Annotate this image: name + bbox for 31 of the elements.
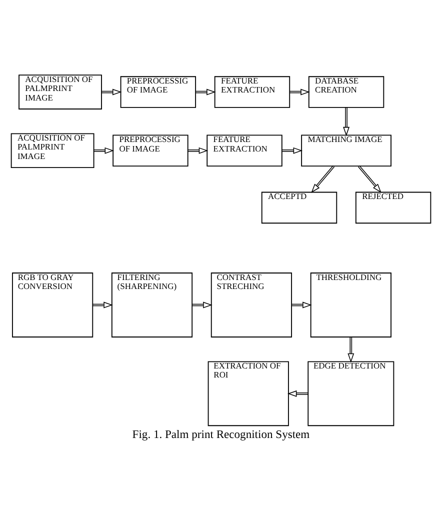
node-box: EXTRACTION OF ROI xyxy=(208,361,289,426)
arrow xyxy=(358,165,382,193)
arrow xyxy=(101,88,122,96)
node-box: EDGE DETECTION xyxy=(308,361,394,426)
arrow xyxy=(348,336,354,363)
node-box: PREPROCESSIG OF IMAGE xyxy=(120,76,196,108)
arrow xyxy=(188,147,208,154)
node-box: MATCHING IMAGE xyxy=(301,134,392,167)
node-box: FEATURE EXTRACTION xyxy=(214,76,290,108)
arrow xyxy=(311,165,335,193)
node-box: REJECTED xyxy=(355,192,432,224)
arrow xyxy=(291,302,312,308)
node-box: FEATURE EXTRACTION xyxy=(206,134,282,167)
node-box: ACCEPTD xyxy=(261,192,338,224)
node-box: FILTERING (SHARPENING) xyxy=(111,272,193,338)
arrow xyxy=(92,302,113,308)
node-box: CONTRAST STRECHING xyxy=(210,272,292,338)
arrow xyxy=(93,147,114,154)
node-box: ACQUISITION OF PALMPRINT IMAGE xyxy=(18,74,102,110)
node-box: RGB TO GRAY CONVERSION xyxy=(12,272,94,338)
node-box: PREPROCESSIG OF IMAGE xyxy=(112,134,188,167)
arrow xyxy=(289,88,310,96)
caption: Fig. 1. Palm print Recognition System xyxy=(132,428,310,441)
node-box: ACQUISITION OF PALMPRINT IMAGE xyxy=(10,133,94,168)
arrow xyxy=(287,390,308,397)
arrow xyxy=(343,107,350,136)
arrow xyxy=(282,147,303,154)
node-box: DATABASE CREATION xyxy=(308,76,384,108)
arrow xyxy=(195,88,216,96)
node-box: THRESHOLDING xyxy=(310,272,392,338)
arrow xyxy=(192,302,212,308)
